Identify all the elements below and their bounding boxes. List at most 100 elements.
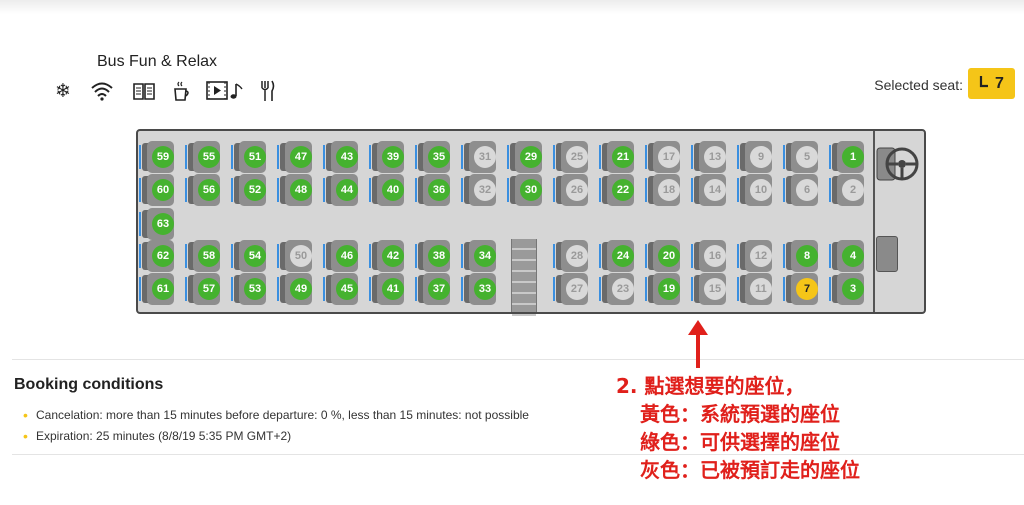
seat[interactable]: 42 <box>369 240 406 272</box>
seat-number: 24 <box>612 245 634 267</box>
annotation-line-3: 綠色：可供選擇的座位 <box>640 430 840 454</box>
seat-accent <box>691 244 693 268</box>
seat[interactable]: 3 <box>829 273 866 305</box>
seat[interactable]: 56 <box>185 174 222 206</box>
seat[interactable]: 54 <box>231 240 268 272</box>
seat-number: 6 <box>796 179 818 201</box>
seat-number: 11 <box>750 278 772 300</box>
seat[interactable]: 53 <box>231 273 268 305</box>
seat-number: 18 <box>658 179 680 201</box>
seat-accent <box>369 277 371 301</box>
seat[interactable]: 24 <box>599 240 636 272</box>
seat[interactable]: 4 <box>829 240 866 272</box>
seat-number: 30 <box>520 179 542 201</box>
seat-back <box>280 242 289 270</box>
seat[interactable]: 59 <box>139 141 176 173</box>
seat-accent <box>461 178 463 202</box>
seat[interactable]: 51 <box>231 141 268 173</box>
seat[interactable]: 35 <box>415 141 452 173</box>
seat-accent <box>737 277 739 301</box>
seat-accent <box>645 145 647 169</box>
seat-accent <box>461 277 463 301</box>
seat-accent <box>783 178 785 202</box>
seat-number: 34 <box>474 245 496 267</box>
seat[interactable]: 48 <box>277 174 314 206</box>
seat[interactable]: 38 <box>415 240 452 272</box>
seat[interactable]: 60 <box>139 174 176 206</box>
seat[interactable]: 47 <box>277 141 314 173</box>
seat[interactable]: 46 <box>323 240 360 272</box>
seat[interactable]: 39 <box>369 141 406 173</box>
seat-accent <box>599 277 601 301</box>
seat-number: 40 <box>382 179 404 201</box>
seat[interactable]: 7 <box>783 273 820 305</box>
seat-accent <box>737 145 739 169</box>
seat-back <box>510 143 519 171</box>
seat[interactable]: 41 <box>369 273 406 305</box>
seat-number: 37 <box>428 278 450 300</box>
seat[interactable]: 58 <box>185 240 222 272</box>
seat: 23 <box>599 273 636 305</box>
seat[interactable]: 55 <box>185 141 222 173</box>
seat-back <box>464 176 473 204</box>
seat[interactable]: 44 <box>323 174 360 206</box>
seat-back <box>234 143 243 171</box>
seat-accent <box>691 277 693 301</box>
seat-back <box>418 143 427 171</box>
seat-accent <box>323 145 325 169</box>
seat[interactable]: 36 <box>415 174 452 206</box>
seat-back <box>142 275 151 303</box>
seat[interactable]: 30 <box>507 174 544 206</box>
seat[interactable]: 20 <box>645 240 682 272</box>
seat: 18 <box>645 174 682 206</box>
seat-back <box>832 242 841 270</box>
seat[interactable]: 29 <box>507 141 544 173</box>
selected-seat-badge: 7 <box>968 68 1015 99</box>
seat-number: 49 <box>290 278 312 300</box>
seat[interactable]: 61 <box>139 273 176 305</box>
seat: 9 <box>737 141 774 173</box>
seat-number: 48 <box>290 179 312 201</box>
seat[interactable]: 52 <box>231 174 268 206</box>
seat[interactable]: 63 <box>139 208 176 240</box>
seat[interactable]: 33 <box>461 273 498 305</box>
seat-accent <box>415 244 417 268</box>
bus-title: Bus Fun & Relax <box>97 53 218 70</box>
seat[interactable]: 49 <box>277 273 314 305</box>
seat[interactable]: 19 <box>645 273 682 305</box>
seat[interactable]: 8 <box>783 240 820 272</box>
seat[interactable]: 21 <box>599 141 636 173</box>
seat-icon <box>979 75 989 92</box>
seat: 11 <box>737 273 774 305</box>
seat-number: 15 <box>704 278 726 300</box>
seat[interactable]: 43 <box>323 141 360 173</box>
seat-accent <box>645 277 647 301</box>
seat: 14 <box>691 174 728 206</box>
seat[interactable]: 1 <box>829 141 866 173</box>
seat-number: 25 <box>566 146 588 168</box>
booking-condition-item: •Expiration: 25 minutes (8/8/19 5:35 PM … <box>23 428 292 444</box>
seat-number: 10 <box>750 179 772 201</box>
seat: 13 <box>691 141 728 173</box>
seat-number: 53 <box>244 278 266 300</box>
seat-back <box>740 275 749 303</box>
seat[interactable]: 62 <box>139 240 176 272</box>
driver-partition <box>873 131 875 312</box>
seat[interactable]: 45 <box>323 273 360 305</box>
seat[interactable]: 57 <box>185 273 222 305</box>
seat-back <box>372 143 381 171</box>
seat[interactable]: 34 <box>461 240 498 272</box>
seat-accent <box>415 277 417 301</box>
seat-back <box>694 176 703 204</box>
seat-back <box>602 242 611 270</box>
seat-accent <box>139 212 141 236</box>
seat-number: 46 <box>336 245 358 267</box>
seat: 28 <box>553 240 590 272</box>
seat[interactable]: 37 <box>415 273 452 305</box>
seat[interactable]: 40 <box>369 174 406 206</box>
video-music-icon <box>206 78 246 104</box>
seat[interactable]: 22 <box>599 174 636 206</box>
seat: 5 <box>783 141 820 173</box>
seat-back <box>602 275 611 303</box>
door <box>876 236 898 272</box>
